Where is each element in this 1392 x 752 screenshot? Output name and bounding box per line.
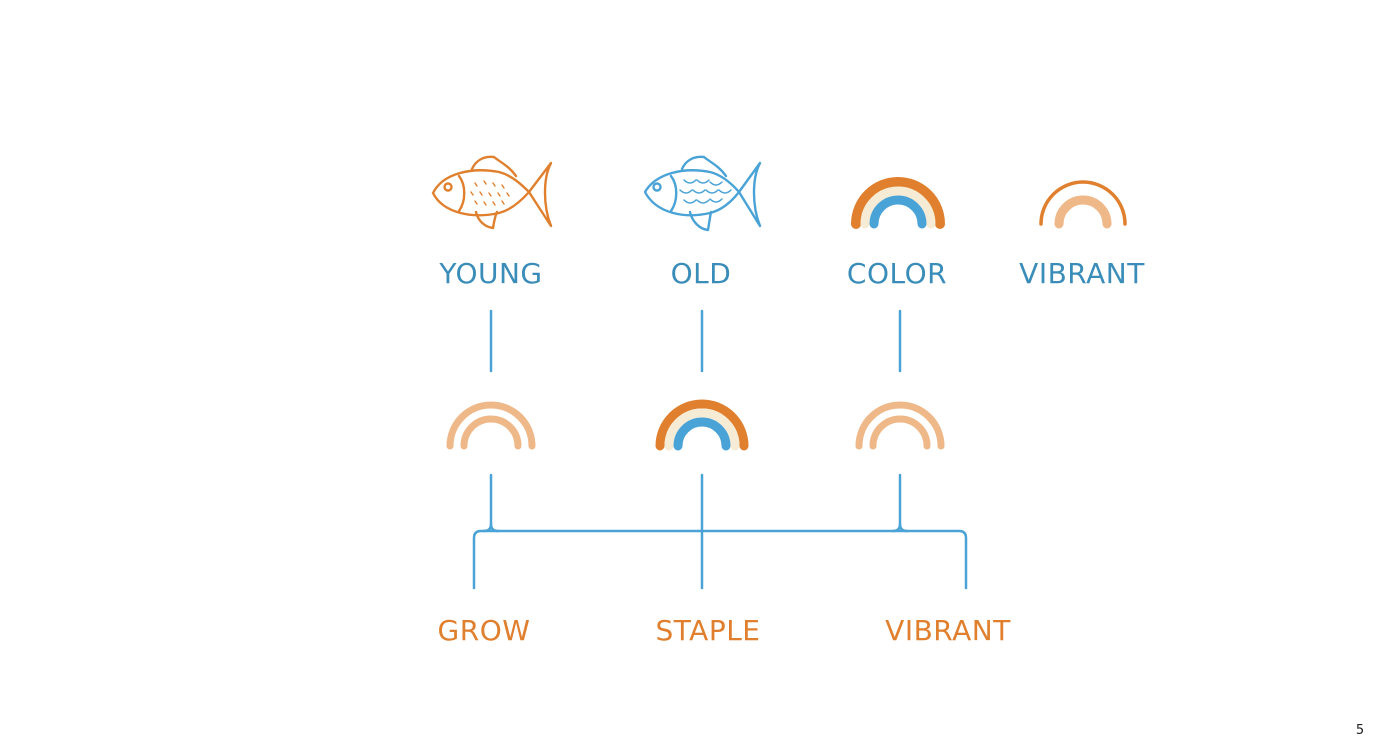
orange-blue-rainbow-icon-middle <box>655 399 749 451</box>
peach-rainbow-icon-right <box>855 401 945 450</box>
label-vibrant-bottom: VIBRANT <box>885 614 1011 647</box>
bracket-connector <box>472 473 968 590</box>
orange-peach-rainbow-icon <box>1039 180 1127 229</box>
label-grow: GROW <box>438 614 531 647</box>
label-old: OLD <box>671 257 732 290</box>
label-staple: STAPLE <box>655 614 760 647</box>
label-color: COLOR <box>847 257 947 290</box>
peach-rainbow-icon <box>446 401 536 450</box>
page-number: 5 <box>1356 723 1364 738</box>
label-young: YOUNG <box>438 257 542 290</box>
orange-blue-rainbow-icon <box>851 177 945 229</box>
label-vibrant-top: VIBRANT <box>1019 257 1145 290</box>
orange-fish-icon <box>431 155 553 230</box>
blue-fish-icon <box>643 155 762 232</box>
